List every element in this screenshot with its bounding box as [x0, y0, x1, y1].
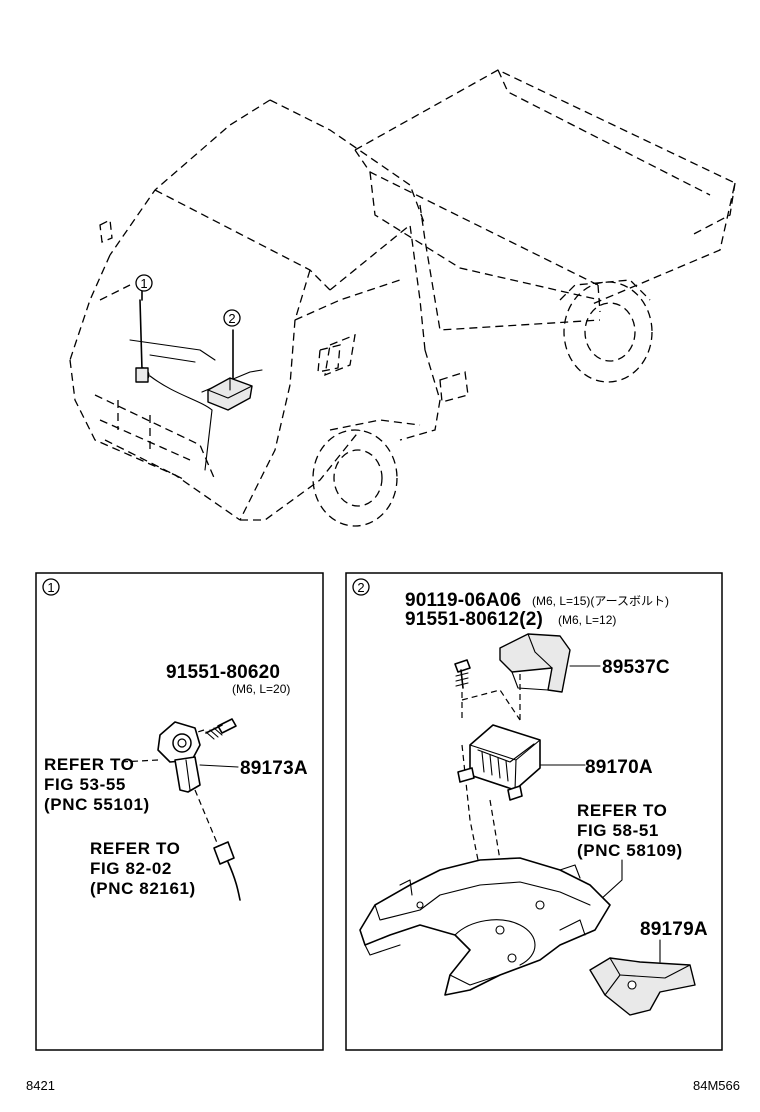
svg-text:2: 2 — [228, 311, 235, 326]
bracket-part-number: 89179A — [640, 919, 708, 940]
floor-bracket — [359, 857, 611, 996]
sensor-part-number: 89173A — [240, 758, 308, 779]
airbag-ecu — [457, 724, 541, 801]
refer-to-label-c: REFER TO — [577, 801, 667, 820]
svg-text:2: 2 — [357, 580, 364, 595]
footer-right-code: 84M566 — [693, 1078, 740, 1093]
callout-2: 2 — [223, 309, 241, 327]
refer-pnc-c: (PNC 58109) — [577, 841, 683, 860]
callout-1: 1 — [135, 274, 153, 292]
bolt-spec: (M6, L=20) — [232, 682, 290, 696]
ecu-bolt — [454, 659, 471, 689]
refer-to-label-a: REFER TO — [44, 755, 134, 774]
refer-to-label-b: REFER TO — [90, 839, 180, 858]
refer-fig-b: FIG 82-02 — [90, 859, 172, 878]
sensor-wire-connector — [213, 841, 241, 901]
bolt2-part-number: 91551-80612(2) — [405, 609, 543, 630]
panel-2-callout: 2 — [352, 578, 370, 596]
refer-fig-c: FIG 58-51 — [577, 821, 659, 840]
refer-fig-a: FIG 53-55 — [44, 775, 126, 794]
bolt2-spec: (M6, L=12) — [558, 613, 616, 627]
refer-pnc-a: (PNC 55101) — [44, 795, 150, 814]
footer-left-code: 8421 — [26, 1078, 55, 1093]
svg-text:1: 1 — [140, 276, 147, 291]
svg-text:1: 1 — [47, 580, 54, 595]
ecu-bracket — [589, 957, 696, 1016]
bolt1-part-number: 90119-06A06 — [405, 590, 521, 611]
ecu-cover — [499, 633, 571, 693]
front-airbag-sensor — [157, 721, 201, 793]
refer-pnc-b: (PNC 82161) — [90, 879, 196, 898]
detail-panel-2 — [345, 572, 723, 1051]
bolt-91551-80620 — [205, 718, 237, 740]
bolt1-spec: (M6, L=15)(アースボルト) — [532, 594, 669, 608]
panel-1-callout: 1 — [42, 578, 60, 596]
detail-panel-1 — [35, 572, 324, 1051]
ecu-part-number: 89170A — [585, 757, 653, 778]
truck-illustration — [69, 69, 736, 527]
bolt-part-number: 91551-80620 — [166, 662, 280, 683]
cover-part-number: 89537C — [602, 657, 670, 678]
